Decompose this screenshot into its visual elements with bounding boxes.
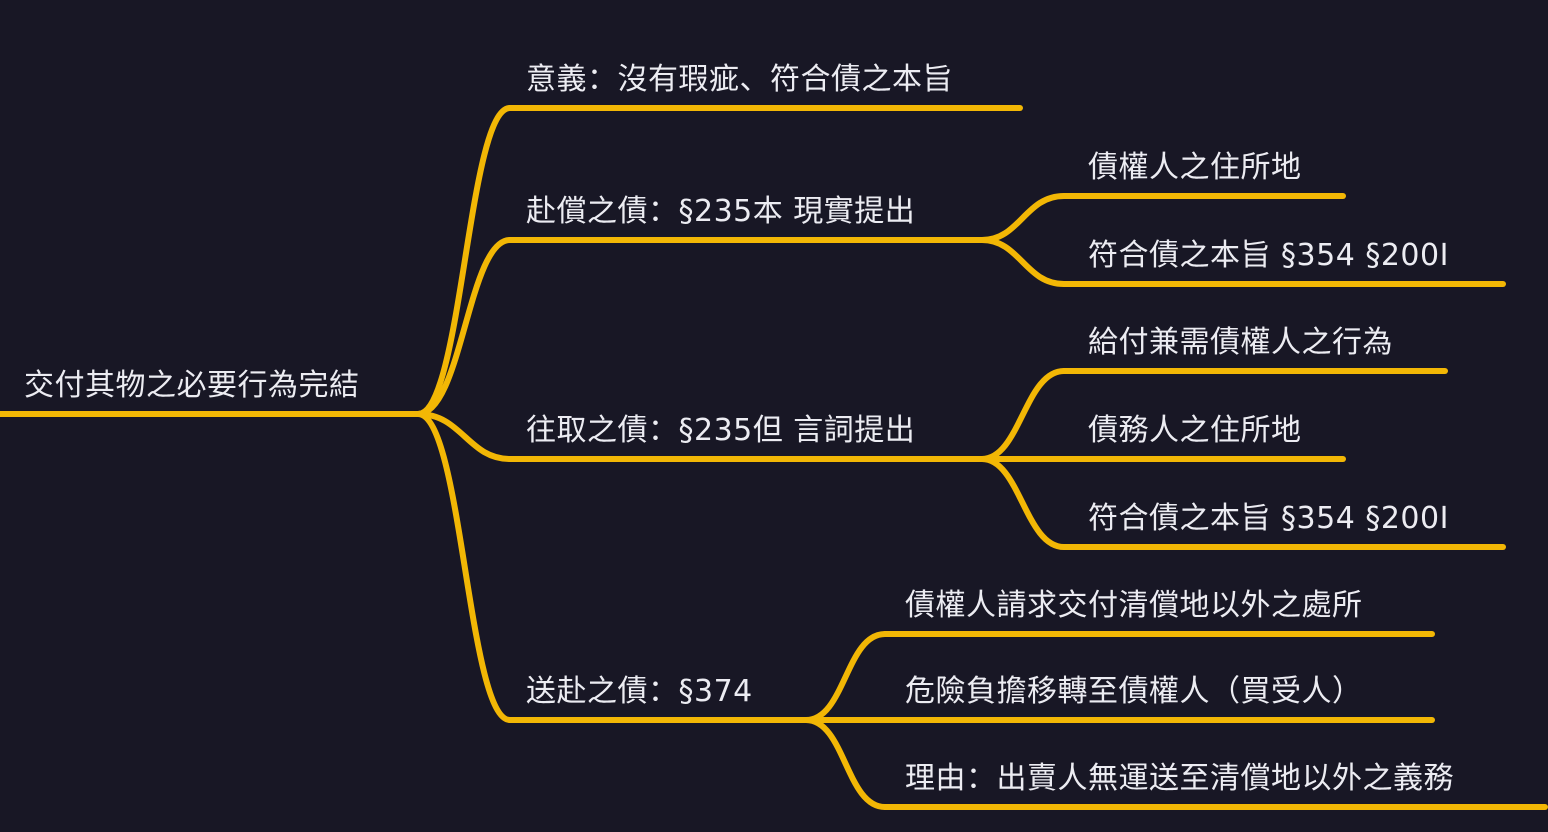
branch-connector-4: [415, 411, 513, 723]
branch-label-dispatch-debt[interactable]: 送赴之債：§374: [526, 674, 753, 709]
branch-connector-1: [415, 105, 513, 417]
branch-label-portable-debt[interactable]: 赴償之債：§235本 現實提出: [526, 194, 916, 229]
leaf-label-4-3[interactable]: 理由：出賣人無運送至清償地以外之義務: [905, 761, 1454, 796]
leaf-label-3-2[interactable]: 債務人之住所地: [1088, 413, 1302, 448]
branch-label-collectible-debt[interactable]: 往取之債：§235但 言詞提出: [526, 413, 916, 448]
leaf-label-4-1[interactable]: 債權人請求交付清償地以外之處所: [905, 588, 1363, 623]
leaf-connector-4-3: [803, 717, 888, 810]
leaf-connector-4-1: [803, 631, 888, 723]
leaf-label-2-2[interactable]: 符合債之本旨 §354 §200I: [1088, 238, 1449, 273]
leaf-connector-2-1: [979, 193, 1067, 243]
leaf-label-2-1[interactable]: 債權人之住所地: [1088, 150, 1302, 185]
leaf-label-3-1[interactable]: 給付兼需債權人之行為: [1088, 325, 1393, 360]
branch-connector-3: [415, 411, 513, 462]
root-node-label[interactable]: 交付其物之必要行為完結: [24, 368, 360, 403]
leaf-connector-3-3: [979, 456, 1067, 550]
leaf-label-3-3[interactable]: 符合債之本旨 §354 §200I: [1088, 501, 1449, 536]
leaf-connector-3-1: [979, 368, 1067, 462]
branch-connector-2: [415, 237, 513, 417]
leaf-label-4-2[interactable]: 危險負擔移轉至債權人（買受人）: [905, 674, 1363, 709]
branch-label-meaning[interactable]: 意義：沒有瑕疵、符合債之本旨: [526, 62, 953, 97]
leaf-connector-2-2: [979, 237, 1067, 287]
